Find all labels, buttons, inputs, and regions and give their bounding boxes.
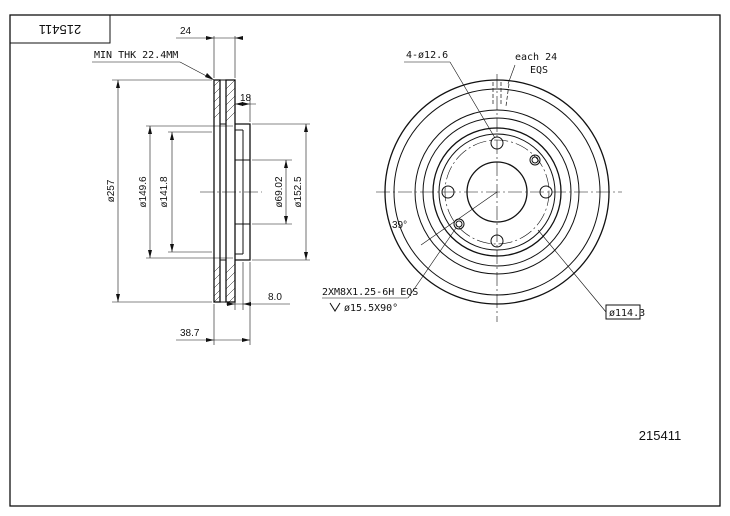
drawing-frame [9, 14, 721, 507]
bolt-holes-label: 4-ø12.6 [406, 50, 448, 61]
center-bore [466, 161, 528, 223]
thread-hole [529, 154, 541, 166]
bolt-hole [490, 234, 504, 248]
vent-eqs-label: EQS [530, 65, 548, 76]
dim-total-height: 38.7 [180, 328, 200, 339]
section-view: MIN THK 22.4MM 24 18 ø257 ø149.6 ø141.8 [92, 26, 310, 345]
part-number-box-label: 215411 [39, 22, 81, 37]
part-number-label: 215411 [639, 428, 681, 443]
thread-label: 2XM8X1.25-6H EQS [322, 287, 418, 298]
dim-hat-outer: ø149.6 [138, 176, 149, 208]
pcd-label: ø114.3 [609, 308, 645, 319]
bolt-hole [539, 185, 553, 199]
front-view: 4-ø12.6 each 24 EQS 39° 2XM8X1.25-6H EQS… [322, 50, 645, 322]
pcd-circle [444, 139, 550, 245]
dim-hub-face: ø152.5 [293, 176, 304, 208]
dim-hat-inner: ø141.8 [159, 176, 170, 208]
bolt-hole [490, 136, 504, 150]
dim-offset: 8.0 [268, 292, 282, 303]
angle-label: 39° [392, 220, 407, 231]
dim-outer-diameter: ø257 [106, 179, 117, 202]
thread-hole [453, 218, 465, 230]
min-thickness-label: MIN THK 22.4MM [94, 50, 178, 61]
dim-top-width: 24 [180, 26, 192, 37]
countersink-label: ø15.5X90° [344, 303, 398, 314]
hat-outer-edge [432, 127, 562, 257]
part-number-box [9, 14, 111, 44]
vent-spacing-label: each 24 [515, 52, 557, 63]
bolt-hole [441, 185, 455, 199]
rotor-outer-edge [384, 79, 610, 305]
dim-hat: 18 [240, 93, 252, 104]
hat-section [235, 123, 251, 261]
dim-center-bore: ø69.02 [274, 176, 285, 208]
